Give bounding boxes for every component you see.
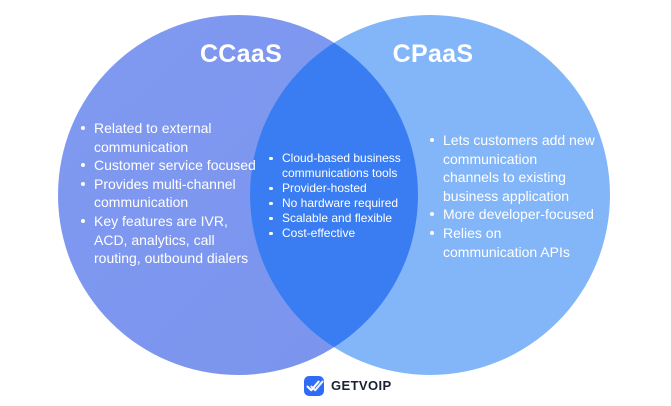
brand-footer: GETVOIP xyxy=(304,376,392,396)
ccaas-title: CCaaS xyxy=(199,40,283,68)
list-item: Cost-effective xyxy=(268,226,401,241)
list-item: Scalable and flexible xyxy=(268,211,401,226)
list-item: More developer-focused xyxy=(429,205,596,224)
list-item: Provides multi-channel communication xyxy=(80,175,260,212)
list-item: Cloud-based business communications tool… xyxy=(268,151,401,181)
list-item: Customer service focused xyxy=(80,156,260,175)
venn-overlap xyxy=(58,15,418,375)
list-item: No hardware required xyxy=(268,196,401,211)
list-item: Key features are IVR, ACD, analytics, ca… xyxy=(80,212,260,268)
overlap-list: Cloud-based business communications tool… xyxy=(268,151,401,241)
list-item: Relies on communication APIs xyxy=(429,224,596,261)
list-item: Related to external communication xyxy=(80,119,260,156)
list-item: Provider-hosted xyxy=(268,181,401,196)
cpaas-list: Lets customers add new communication cha… xyxy=(429,131,596,261)
cpaas-title: CPaaS xyxy=(392,40,474,68)
list-item: Lets customers add new communication cha… xyxy=(429,131,596,205)
double-check-icon xyxy=(304,376,324,396)
ccaas-list: Related to external communication Custom… xyxy=(80,119,260,268)
brand-name: GETVOIP xyxy=(331,378,392,393)
